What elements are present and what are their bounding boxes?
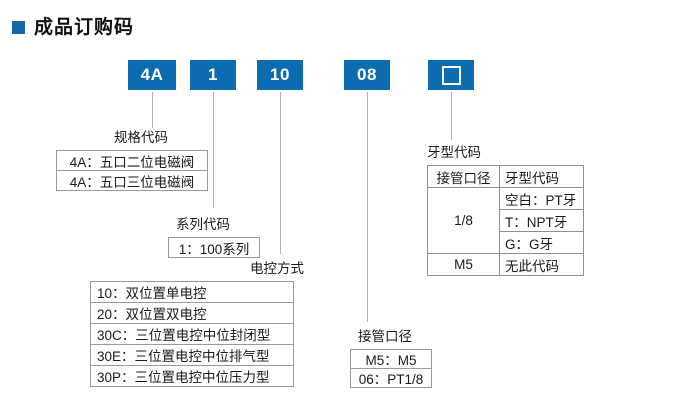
cell-thread-code: 空白：PT牙 — [499, 187, 584, 210]
caption-control-mode: 电控方式 — [250, 261, 304, 276]
page-heading: 成品订购码 — [12, 14, 134, 40]
table-spec-code: 4A：五口二位电磁阀 4A：五口三位电磁阀 — [56, 150, 208, 191]
empty-square-icon — [441, 65, 461, 85]
square-bullet-icon — [12, 20, 25, 34]
connector-line-port — [367, 92, 368, 322]
connector-line-spec — [152, 92, 153, 128]
table-row: 1：100系列 — [169, 238, 259, 258]
table-row: 30P：三位置电控中位压力型 — [91, 366, 293, 387]
connector-line-thread — [451, 92, 452, 140]
code-box-control[interactable]: 10 — [257, 60, 303, 90]
table-header-row: 接管口径 牙型代码 — [427, 165, 584, 188]
table-port-size: M5：M5 06：PT1/8 — [350, 349, 432, 388]
caption-port-size: 接管口径 — [358, 329, 412, 344]
code-box-port[interactable]: 08 — [344, 60, 390, 90]
column-header-thread-code: 牙型代码 — [499, 165, 584, 188]
column-header-port-size: 接管口径 — [427, 165, 500, 188]
table-thread-code: 接管口径 牙型代码 1/8 空白：PT牙 T：NPT牙 G：G牙 M5 无此代码 — [427, 165, 584, 276]
table-row: 20：双位置双电控 — [91, 303, 293, 324]
caption-thread-code: 牙型代码 — [427, 145, 481, 160]
code-box-spec[interactable]: 4A — [128, 60, 176, 90]
table-series-code: 1：100系列 — [168, 237, 260, 258]
table-row: 30E：三位置电控中位排气型 — [91, 345, 293, 366]
caption-series-code: 系列代码 — [176, 217, 230, 232]
cell-thread-code: G：G牙 — [499, 231, 584, 254]
cell-thread-code: 无此代码 — [499, 253, 584, 276]
cell-port-size: 1/8 — [427, 187, 500, 254]
page-title: 成品订购码 — [34, 16, 135, 38]
cell-port-size: M5 — [427, 253, 500, 276]
table-row: 1/8 空白：PT牙 — [427, 187, 584, 254]
caption-spec-code: 规格代码 — [114, 130, 168, 145]
table-row: 10：双位置单电控 — [91, 282, 293, 303]
connector-line-series — [213, 92, 214, 208]
table-row: M5 无此代码 — [427, 253, 584, 276]
table-row: M5：M5 — [351, 350, 431, 369]
connector-line-control — [280, 92, 281, 254]
table-row: 4A：五口二位电磁阀 — [57, 151, 207, 171]
table-row: 4A：五口三位电磁阀 — [57, 171, 207, 191]
code-box-thread[interactable] — [428, 60, 474, 90]
cell-thread-code: T：NPT牙 — [499, 209, 584, 232]
table-row: 30C：三位置电控中位封闭型 — [91, 324, 293, 345]
code-box-series[interactable]: 1 — [190, 60, 236, 90]
table-row: T：NPT牙 — [428, 209, 584, 232]
table-row: 06：PT1/8 — [351, 369, 431, 388]
table-control-mode: 10：双位置单电控 20：双位置双电控 30C：三位置电控中位封闭型 30E：三… — [90, 281, 294, 387]
